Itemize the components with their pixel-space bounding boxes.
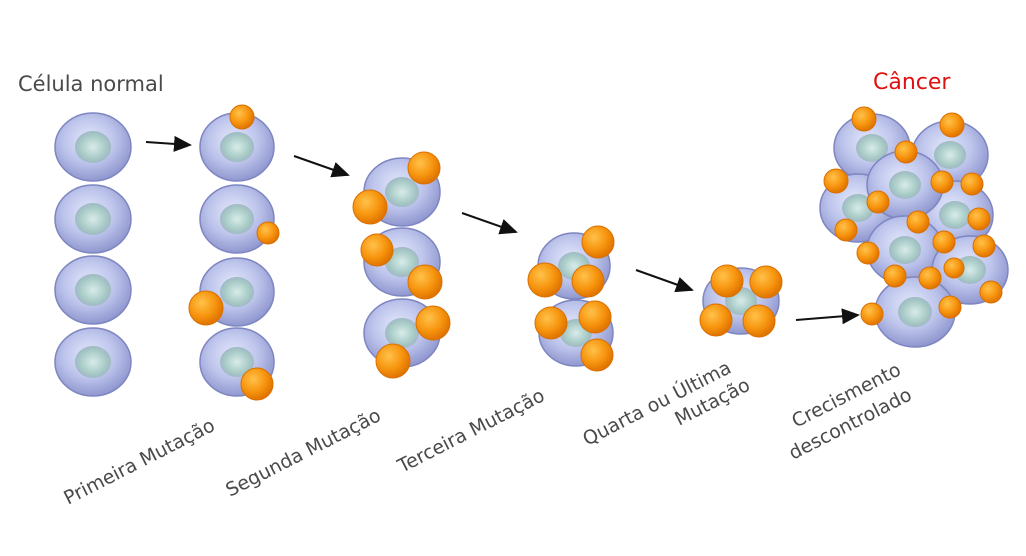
mutation-marker [407,264,443,300]
mutation-marker [188,290,224,326]
mutation-marker [407,151,441,185]
arrow [635,269,694,293]
third-mutation-cells-group [527,225,615,372]
nucleus [75,203,111,235]
mutation-marker [256,221,280,245]
mutation-marker [918,266,942,290]
normal-cells-group [54,112,132,397]
mutation-marker [960,172,984,196]
normal-cell [54,112,132,182]
arrow [293,155,350,178]
mutation-marker [856,241,880,265]
mutation-marker [742,304,776,338]
mutation-marker [979,280,1003,304]
fourth-mutation-cells-group [699,264,783,338]
mutation-marker [240,367,274,401]
arrow [795,308,860,325]
normal-cell [54,327,132,397]
mutation-marker [851,106,877,132]
mutation-marker [930,170,954,194]
mutation-marker [834,218,858,242]
mutation-marker [352,189,388,225]
stage-label-third-mutation: Terceira Mutação [393,384,548,477]
mutation-marker [883,264,907,288]
mutation-marker [860,302,884,326]
mutation-marker [360,233,394,267]
mutation-marker [581,225,615,259]
mutation-marker [967,207,991,231]
normal-cell-title: Célula normal [18,72,164,96]
mutation-marker [534,306,568,340]
cancer-title: Câncer [873,70,951,95]
mutation-marker [699,303,733,337]
arrow [461,212,518,235]
mutation-marker [938,295,962,319]
first-mutation-cells-group [188,104,280,401]
mutation-marker [580,338,614,372]
mutation-marker [972,234,996,258]
mutation-marker [527,262,563,298]
mutation-marker [823,168,849,194]
mutation-marker [866,190,890,214]
stage-label-second-mutation: Segunda Mutação [222,404,384,501]
arrow [145,135,192,152]
mutation-marker [571,264,605,298]
mutated-cell [199,112,275,182]
mutated-cell [199,184,275,254]
second-mutation-cells-group [352,151,451,379]
stage-label-first-mutation: Primeira Mutação [60,414,218,509]
mutation-marker [906,210,930,234]
cancer-cluster-group [819,106,1009,348]
mutation-marker [229,104,255,130]
mutation-marker [415,305,451,341]
normal-cell [54,184,132,254]
normal-cell [54,255,132,325]
mutation-marker [749,265,783,299]
nucleus [75,274,111,306]
mutation-marker [710,264,744,298]
mutation-marker [578,300,612,334]
mutation-marker [939,112,965,138]
mutation-marker [375,343,411,379]
mutation-marker [932,230,956,254]
mutation-marker [894,140,918,164]
nucleus [75,131,111,163]
mutation-marker [943,257,965,279]
nucleus [75,346,111,378]
